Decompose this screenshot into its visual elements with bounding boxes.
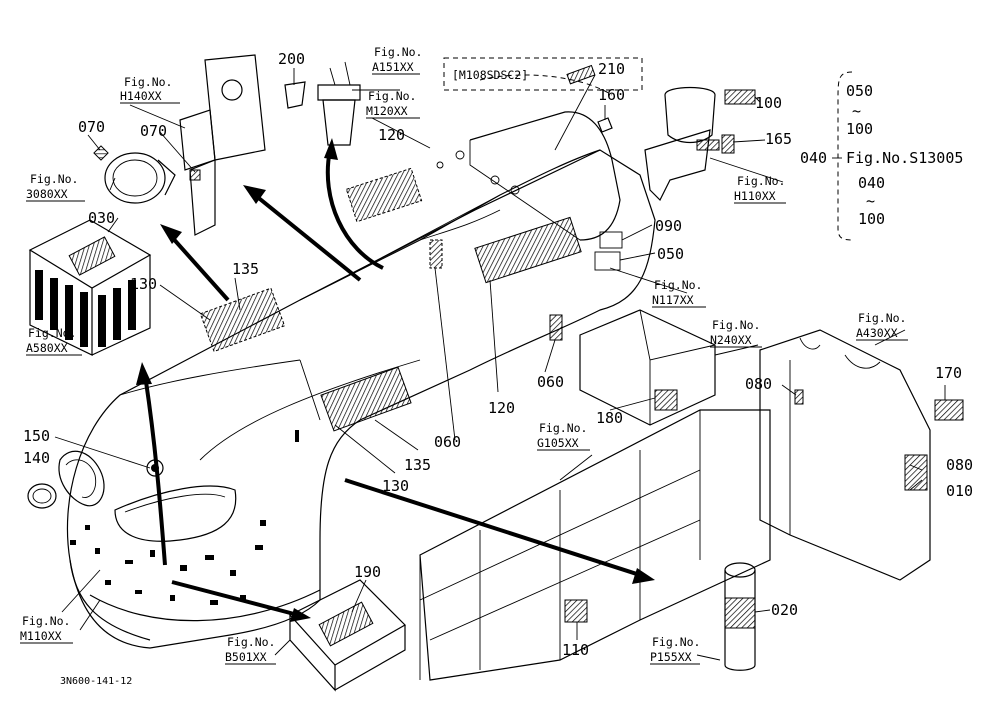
ref-top: 050 [846,82,873,100]
part-070-b [189,169,201,181]
assembly-arrows [136,138,655,622]
fig-m110-head: Fig.No. [22,614,70,628]
label-080-b: 080 [946,456,973,474]
label-100: 100 [755,94,782,112]
label-120-top: 120 [378,126,405,144]
label-150: 150 [23,427,50,445]
label-110: 110 [562,641,589,659]
fig-a580-code: A580XX [26,341,68,355]
label-070-a: 070 [78,118,105,136]
fig-p155-head: Fig.No. [652,635,700,649]
fig-n117-code: N117XX [652,293,694,307]
ref-tilde-1: ~ [852,102,861,120]
fig-a151-head: Fig.No. [374,45,422,59]
label-200: 200 [278,50,305,68]
fig-n240-code: N240XX [710,333,752,347]
model-tag: [M108SDSC2] [452,68,528,82]
ref-bracket [837,71,853,241]
label-130-top: 130 [130,275,157,293]
label-060-side: 060 [537,373,564,391]
label-060-lower: 060 [434,433,461,451]
reservoir-h110 [644,86,756,202]
radiator-shroud-a430 [759,329,964,581]
part-number-labels: 200 210 160 100 165 070 070 120 030 135 … [23,50,973,659]
fig-b501-code: B501XX [225,650,267,664]
fig-3080-code: 3080XX [26,187,68,201]
decal-130-side-left [199,287,286,353]
decal-060-side [549,314,563,341]
controller-b501 [289,579,406,692]
ref-mid-1: 100 [846,120,873,138]
frame-g105 [419,409,771,681]
drawing-number: 3N600-141-12 [60,676,132,687]
fig-a430-code: A430XX [856,326,898,340]
decal-210 [566,64,596,85]
ref-fig: Fig.No.S13005 [846,149,963,167]
label-090: 090 [655,217,682,235]
fig-n117-head: Fig.No. [654,278,702,292]
fig-underlines [20,73,908,665]
fig-m120-head: Fig.No. [368,89,416,103]
label-165: 165 [765,130,792,148]
bracket-h140 [179,54,266,236]
label-030: 030 [88,209,115,227]
decal-090 [599,231,623,249]
label-050: 050 [657,245,684,263]
label-020: 020 [771,601,798,619]
ref-tilde-2: ~ [866,192,875,210]
fig-a580-head: Fig.No. [28,326,76,340]
label-080-a: 080 [745,375,772,393]
bracket-n240 [579,309,716,426]
label-010: 010 [946,482,973,500]
grommet-140 [27,483,57,509]
label-135-top: 135 [232,260,259,278]
fig-h110-code: H110XX [734,189,776,203]
fig-m120-code: M120XX [366,104,408,118]
ref-label: 040 [800,149,827,167]
battery-a580 [28,219,152,356]
fig-p155-code: P155XX [650,650,692,664]
fig-a151-code: A151XX [372,60,414,74]
fig-h140-code: H140XX [120,89,162,103]
intake-band-3080 [104,152,176,204]
label-210: 210 [598,60,625,78]
model-tag-box [443,57,643,91]
decal-120-top [345,167,423,223]
fig-3080-head: Fig.No. [30,172,78,186]
decal-120-side [474,216,582,284]
fig-a430-head: Fig.No. [858,311,906,325]
decal-050 [594,251,621,271]
label-070-b: 070 [140,122,167,140]
ref-bottom: 100 [858,210,885,228]
figure-references: Fig.No. H140XX Fig.No. A151XX Fig.No. M1… [20,45,906,664]
ref-mid-2: 040 [858,174,885,192]
fig-h140-head: Fig.No. [124,75,172,89]
fig-b501-head: Fig.No. [227,635,275,649]
label-135-lower: 135 [404,456,431,474]
fig-g105-code: G105XX [537,436,579,450]
reference-block: 050 ~ 100 040 Fig.No.S13005 040 ~ 100 [800,82,963,228]
fuel-filter-a151 [317,61,361,146]
cylinder-p155 [724,562,756,671]
label-170: 170 [935,364,962,382]
fig-m110-code: M110XX [20,629,62,643]
part-070-a [93,145,109,161]
fig-h110-head: Fig.No. [737,174,785,188]
label-120-side: 120 [488,399,515,417]
part-200 [284,81,306,109]
label-160: 160 [598,86,625,104]
label-140: 140 [23,449,50,467]
label-190: 190 [354,563,381,581]
decal-060-top [429,239,443,269]
fig-g105-head: Fig.No. [539,421,587,435]
fig-n240-head: Fig.No. [712,318,760,332]
hood-outline [66,74,656,649]
label-130-lower: 130 [382,477,409,495]
hood-decal-speckles [70,430,299,605]
decal-130-lower [320,366,412,432]
leader-lines [54,68,946,661]
label-180: 180 [596,409,623,427]
